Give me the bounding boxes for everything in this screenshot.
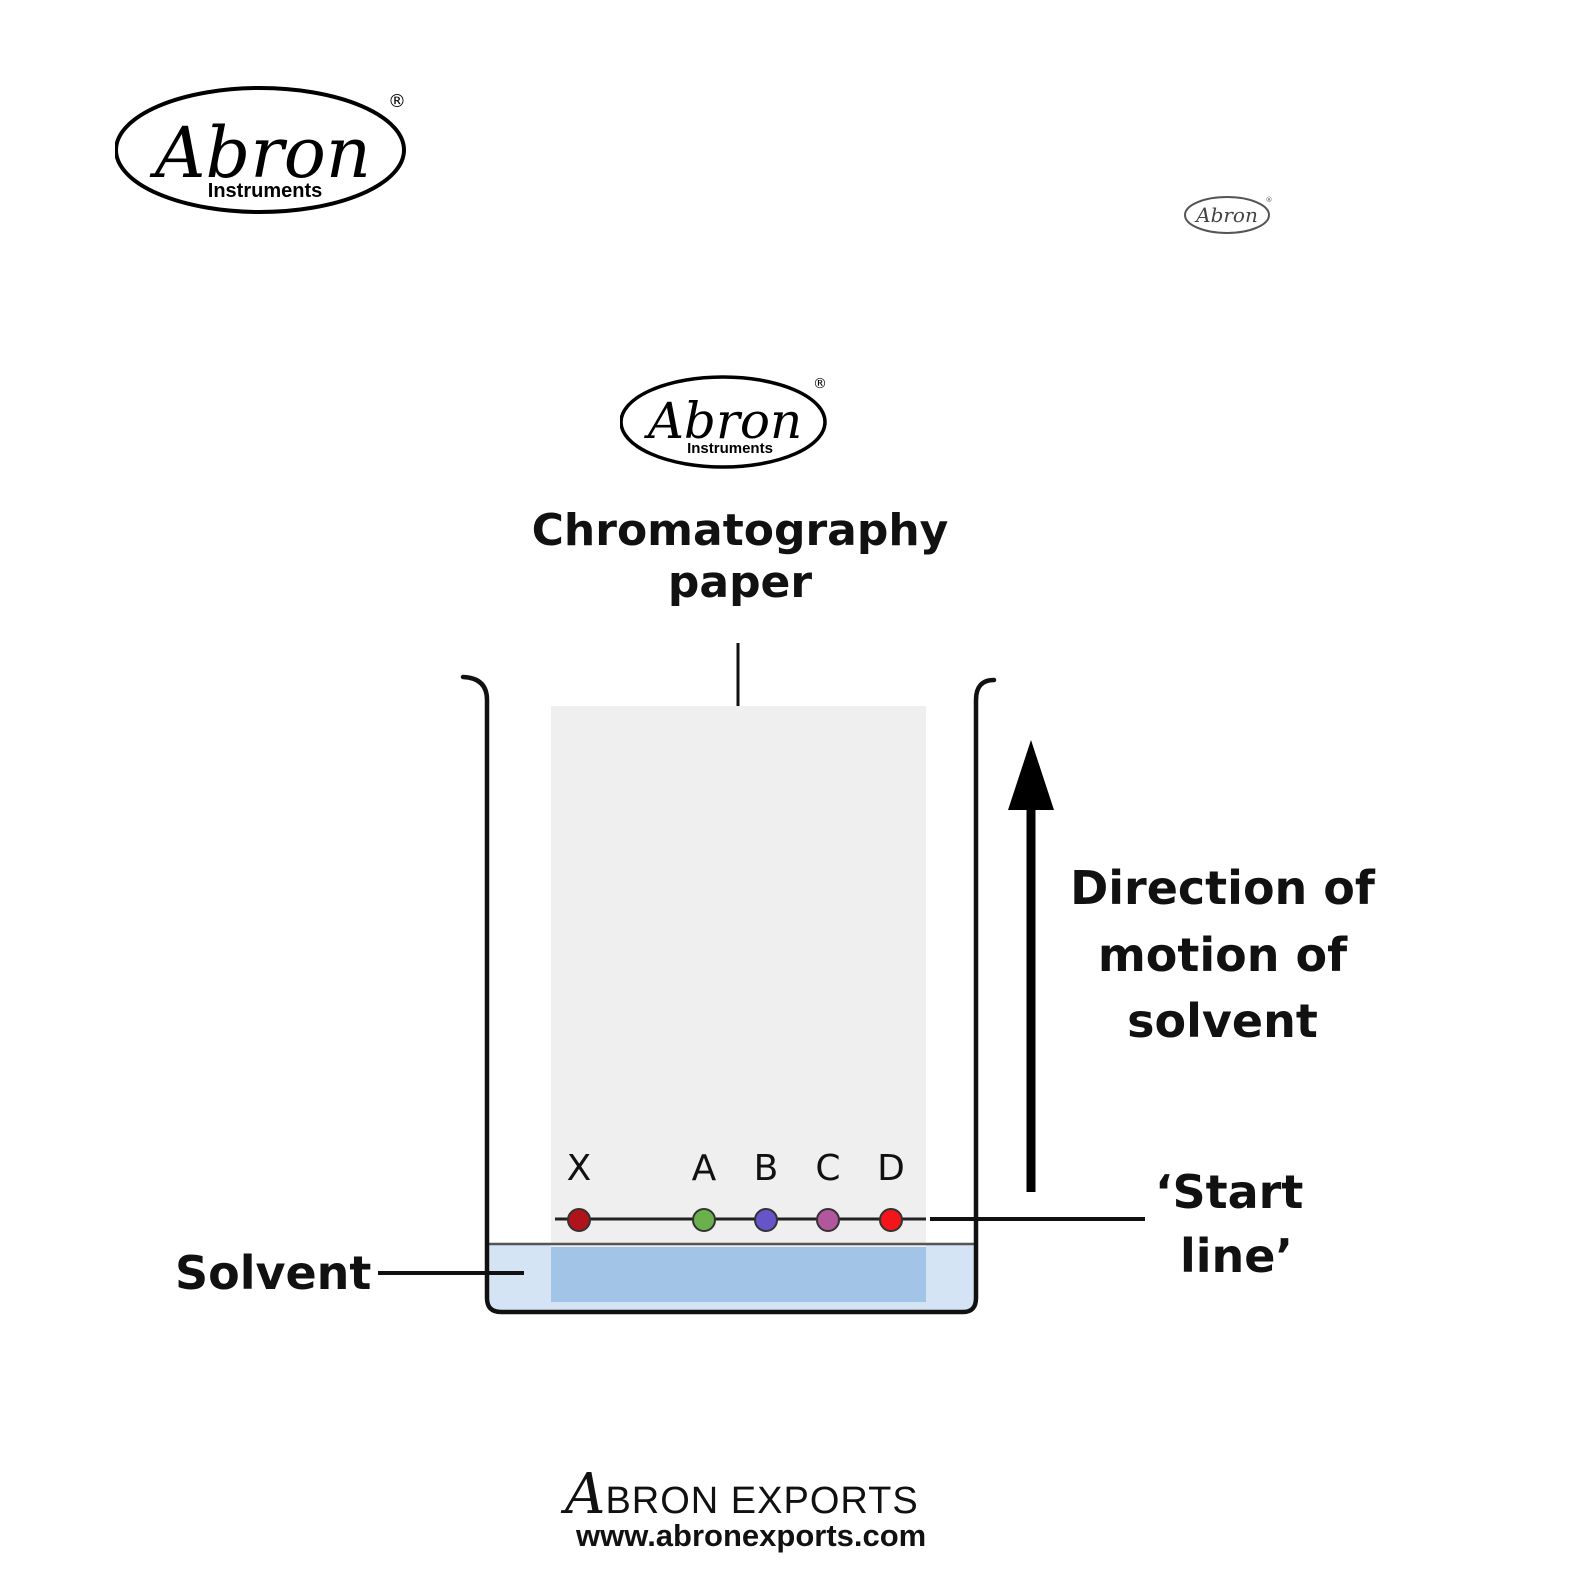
chromatography-paper bbox=[551, 706, 926, 1302]
direction-arrow-head bbox=[1008, 740, 1054, 810]
registered-mark: ® bbox=[388, 91, 406, 112]
spot-label-x: X bbox=[566, 1148, 592, 1189]
direction-label-line-2: motion of bbox=[1097, 927, 1348, 982]
registered-mark-medium: ® bbox=[813, 376, 827, 392]
footer-website[interactable]: www.abronexports.com bbox=[576, 1518, 927, 1553]
spot-a bbox=[692, 1208, 716, 1232]
abron-logo-medium: Abron Instruments ® bbox=[620, 372, 835, 470]
direction-label-line-1: Direction of bbox=[1070, 861, 1375, 915]
spot-c bbox=[816, 1208, 840, 1232]
logo-medium-sub-text: Instruments bbox=[687, 440, 773, 457]
solvent-on-paper bbox=[551, 1247, 926, 1302]
abron-logo-large: Abron Instruments ® bbox=[115, 85, 415, 220]
start-line-label-line-2: line’ bbox=[1180, 1229, 1293, 1284]
spot-label-b: B bbox=[753, 1148, 779, 1189]
footer-brand-rest: BRON EXPORTS bbox=[605, 1480, 919, 1522]
spot-x bbox=[567, 1208, 591, 1232]
logo-brand-text: Abron bbox=[149, 112, 371, 194]
spot-d bbox=[879, 1208, 903, 1232]
logo-medium-brand-text: Abron bbox=[644, 392, 802, 450]
spot-b bbox=[754, 1208, 778, 1232]
registered-mark-small: ® bbox=[1266, 196, 1273, 204]
start-line-label-line-1: ‘Start bbox=[1155, 1165, 1304, 1219]
footer-brand: ABRON EXPORTS bbox=[565, 1462, 919, 1527]
start-line-label: ‘Start line’ bbox=[1155, 1160, 1315, 1289]
direction-label-line-3: solvent bbox=[1127, 994, 1318, 1049]
paper-label-line-1: Chromatography bbox=[531, 505, 949, 556]
logo-small-brand-text: Abron bbox=[1194, 203, 1258, 227]
spot-label-a: A bbox=[691, 1148, 717, 1189]
paper-label-line-2: paper bbox=[667, 556, 813, 608]
logo-sub-text: Instruments bbox=[208, 180, 322, 202]
footer-brand-initial: A bbox=[565, 1462, 606, 1527]
solvent-label: Solvent bbox=[175, 1246, 372, 1300]
beaker bbox=[460, 674, 997, 1315]
abron-logo-small: Abron ® bbox=[1183, 194, 1275, 236]
direction-label: Direction of motion of solvent bbox=[1060, 855, 1385, 1055]
spot-label-c: C bbox=[815, 1148, 841, 1189]
paper-label: Chromatography paper bbox=[500, 505, 980, 609]
spot-label-d: D bbox=[877, 1148, 905, 1189]
